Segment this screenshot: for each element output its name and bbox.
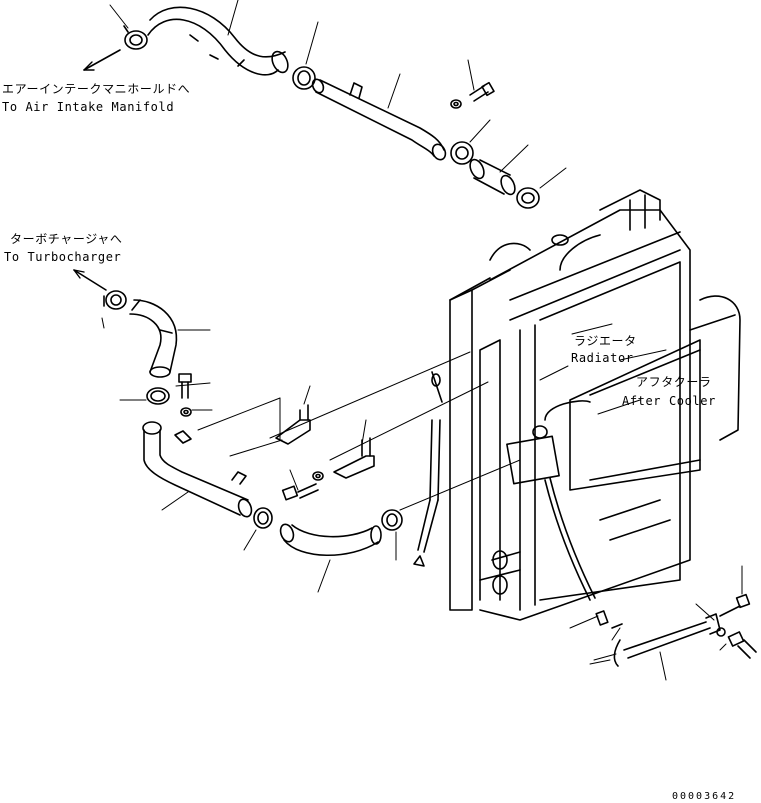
bracket-left: [275, 404, 311, 445]
clamp-left-lower: [146, 387, 170, 405]
radiator-label-jp: ラジエータ: [574, 334, 637, 348]
upper-metal-pipe: [311, 78, 447, 161]
aftercooler-label-jp: アフタクーラ: [636, 375, 712, 389]
lower-rubber-hose: [279, 523, 382, 557]
clamp-lower-right: [381, 509, 403, 531]
arrow-to-air-intake: [83, 49, 121, 71]
short-rubber-hose: [469, 158, 516, 196]
bolt-tube-right: [716, 593, 757, 659]
stay-rod: [413, 371, 443, 567]
clamp-upper-far-right: [516, 187, 540, 209]
air-intake-label-en: To Air Intake Manifold: [2, 100, 175, 114]
drain-hose: [544, 477, 596, 601]
air-intake-label-jp: エアーインテークマニホールドへ: [2, 82, 191, 96]
turbocharger-label-jp: ターボチャージャへ: [10, 232, 123, 246]
lower-metal-pipe: [142, 421, 253, 518]
drawing-number: 00003642: [672, 791, 737, 802]
arrow-to-turbocharger: [73, 269, 107, 291]
bolt-upper: [450, 81, 495, 109]
clamp-left-upper: [103, 290, 127, 310]
radiator-label-en: Radiator: [571, 351, 634, 365]
clamp-top-left: [123, 25, 148, 50]
bracket-right: [333, 437, 375, 479]
aftercooler-label-en: After Cooler: [622, 394, 716, 408]
aftercooler-core: [506, 339, 701, 491]
bolt-lower: [281, 471, 324, 501]
leader-lines: [101, 0, 743, 681]
elbow-hose-left: [129, 299, 178, 378]
sensor-fitting: [595, 610, 623, 629]
clamp-top-middle: [292, 66, 316, 90]
upper-rubber-hose: [147, 6, 289, 76]
bolt-left: [178, 373, 192, 417]
radiator-frame: [449, 189, 741, 621]
clamp-upper-right: [450, 141, 474, 165]
turbocharger-label-en: To Turbocharger: [4, 250, 122, 264]
clamp-lower-left: [253, 507, 273, 529]
